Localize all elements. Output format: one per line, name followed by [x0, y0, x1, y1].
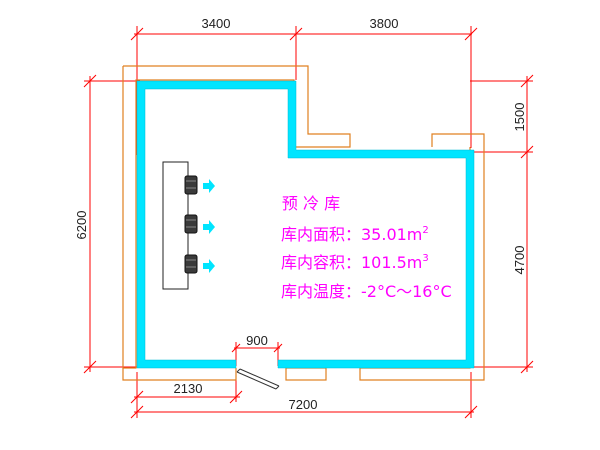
bottom-tick-marks	[130, 405, 478, 419]
dim-right-top: 1500	[512, 103, 527, 132]
arrow-right-icon	[203, 259, 215, 273]
fan-icon	[184, 254, 198, 274]
fan-icon	[184, 175, 198, 195]
airflow-arrows	[203, 179, 215, 273]
outline-bottom-left	[122, 368, 237, 381]
dim-door-offset: 2130	[174, 381, 203, 396]
door-offset-tick-marks	[130, 390, 243, 404]
door-swing-icon	[236, 368, 280, 390]
dimension-lines	[83, 26, 534, 419]
dim-top-right: 3800	[370, 16, 399, 31]
left-tick-marks	[83, 74, 97, 374]
room-volume-sup: 3	[422, 253, 428, 264]
room-area-label: 库内面积：35.01m	[281, 225, 422, 244]
door-tick-marks	[231, 343, 283, 353]
top-tick-marks	[130, 27, 478, 41]
outline-left-top	[122, 65, 351, 369]
room-area-sup: 2	[422, 225, 428, 236]
room-area: 库内面积：35.01m2	[281, 225, 429, 244]
room-name: 预 冷 库	[282, 194, 340, 213]
outline-bottom-segment	[285, 367, 327, 381]
evaporator-housing	[162, 161, 189, 290]
dim-right-bottom: 4700	[512, 246, 527, 275]
wall-main	[136, 80, 475, 369]
dim-door-width: 900	[246, 333, 268, 348]
arrow-right-icon	[203, 220, 215, 234]
arrow-right-icon	[203, 179, 215, 193]
room-volume-label: 库内容积：101.5m	[281, 253, 422, 272]
dim-bottom-total: 7200	[289, 397, 318, 412]
evaporator-unit	[162, 161, 198, 290]
dim-left-total: 6200	[74, 211, 89, 240]
room-walls	[136, 80, 475, 369]
room-volume: 库内容积：101.5m3	[281, 253, 429, 272]
right-tick-marks	[520, 74, 534, 374]
room-temperature: 库内温度：-2°C～16°C	[281, 282, 452, 301]
dim-top-left: 3400	[202, 16, 231, 31]
fan-icon	[184, 214, 198, 234]
